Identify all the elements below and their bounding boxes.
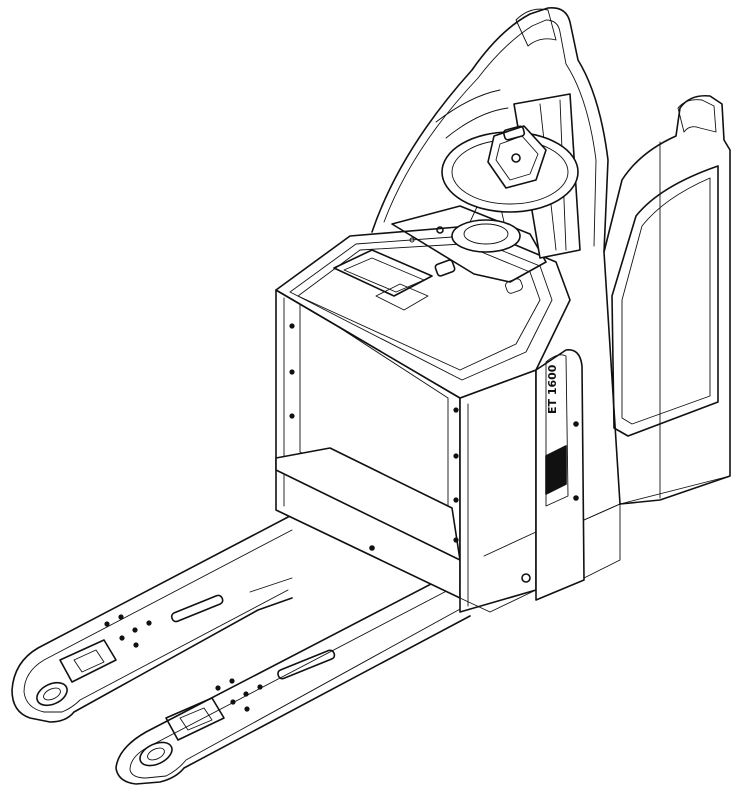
backrest-grab-handle [515,8,557,47]
tiller-grip [487,125,547,189]
steering-base [451,219,521,253]
side-guard-panel [583,94,731,521]
tiller-column [441,93,581,259]
left-fork-roller [36,639,117,707]
key-switch [505,278,523,294]
control-panel [391,205,547,283]
right-fork-slot [277,649,336,680]
operator-backrest [371,6,609,253]
left-fork-slot [170,594,224,623]
right-fork-roller [139,697,225,767]
model-label: ET 1600 [546,364,559,414]
chassis-body: ET 1600 [275,289,621,613]
left-fork [11,515,293,723]
top-cover [275,205,571,399]
guard-window [611,165,719,437]
battery-lid-handle [333,249,433,297]
right-fork [115,569,471,785]
guard-grab-handle [677,99,717,133]
